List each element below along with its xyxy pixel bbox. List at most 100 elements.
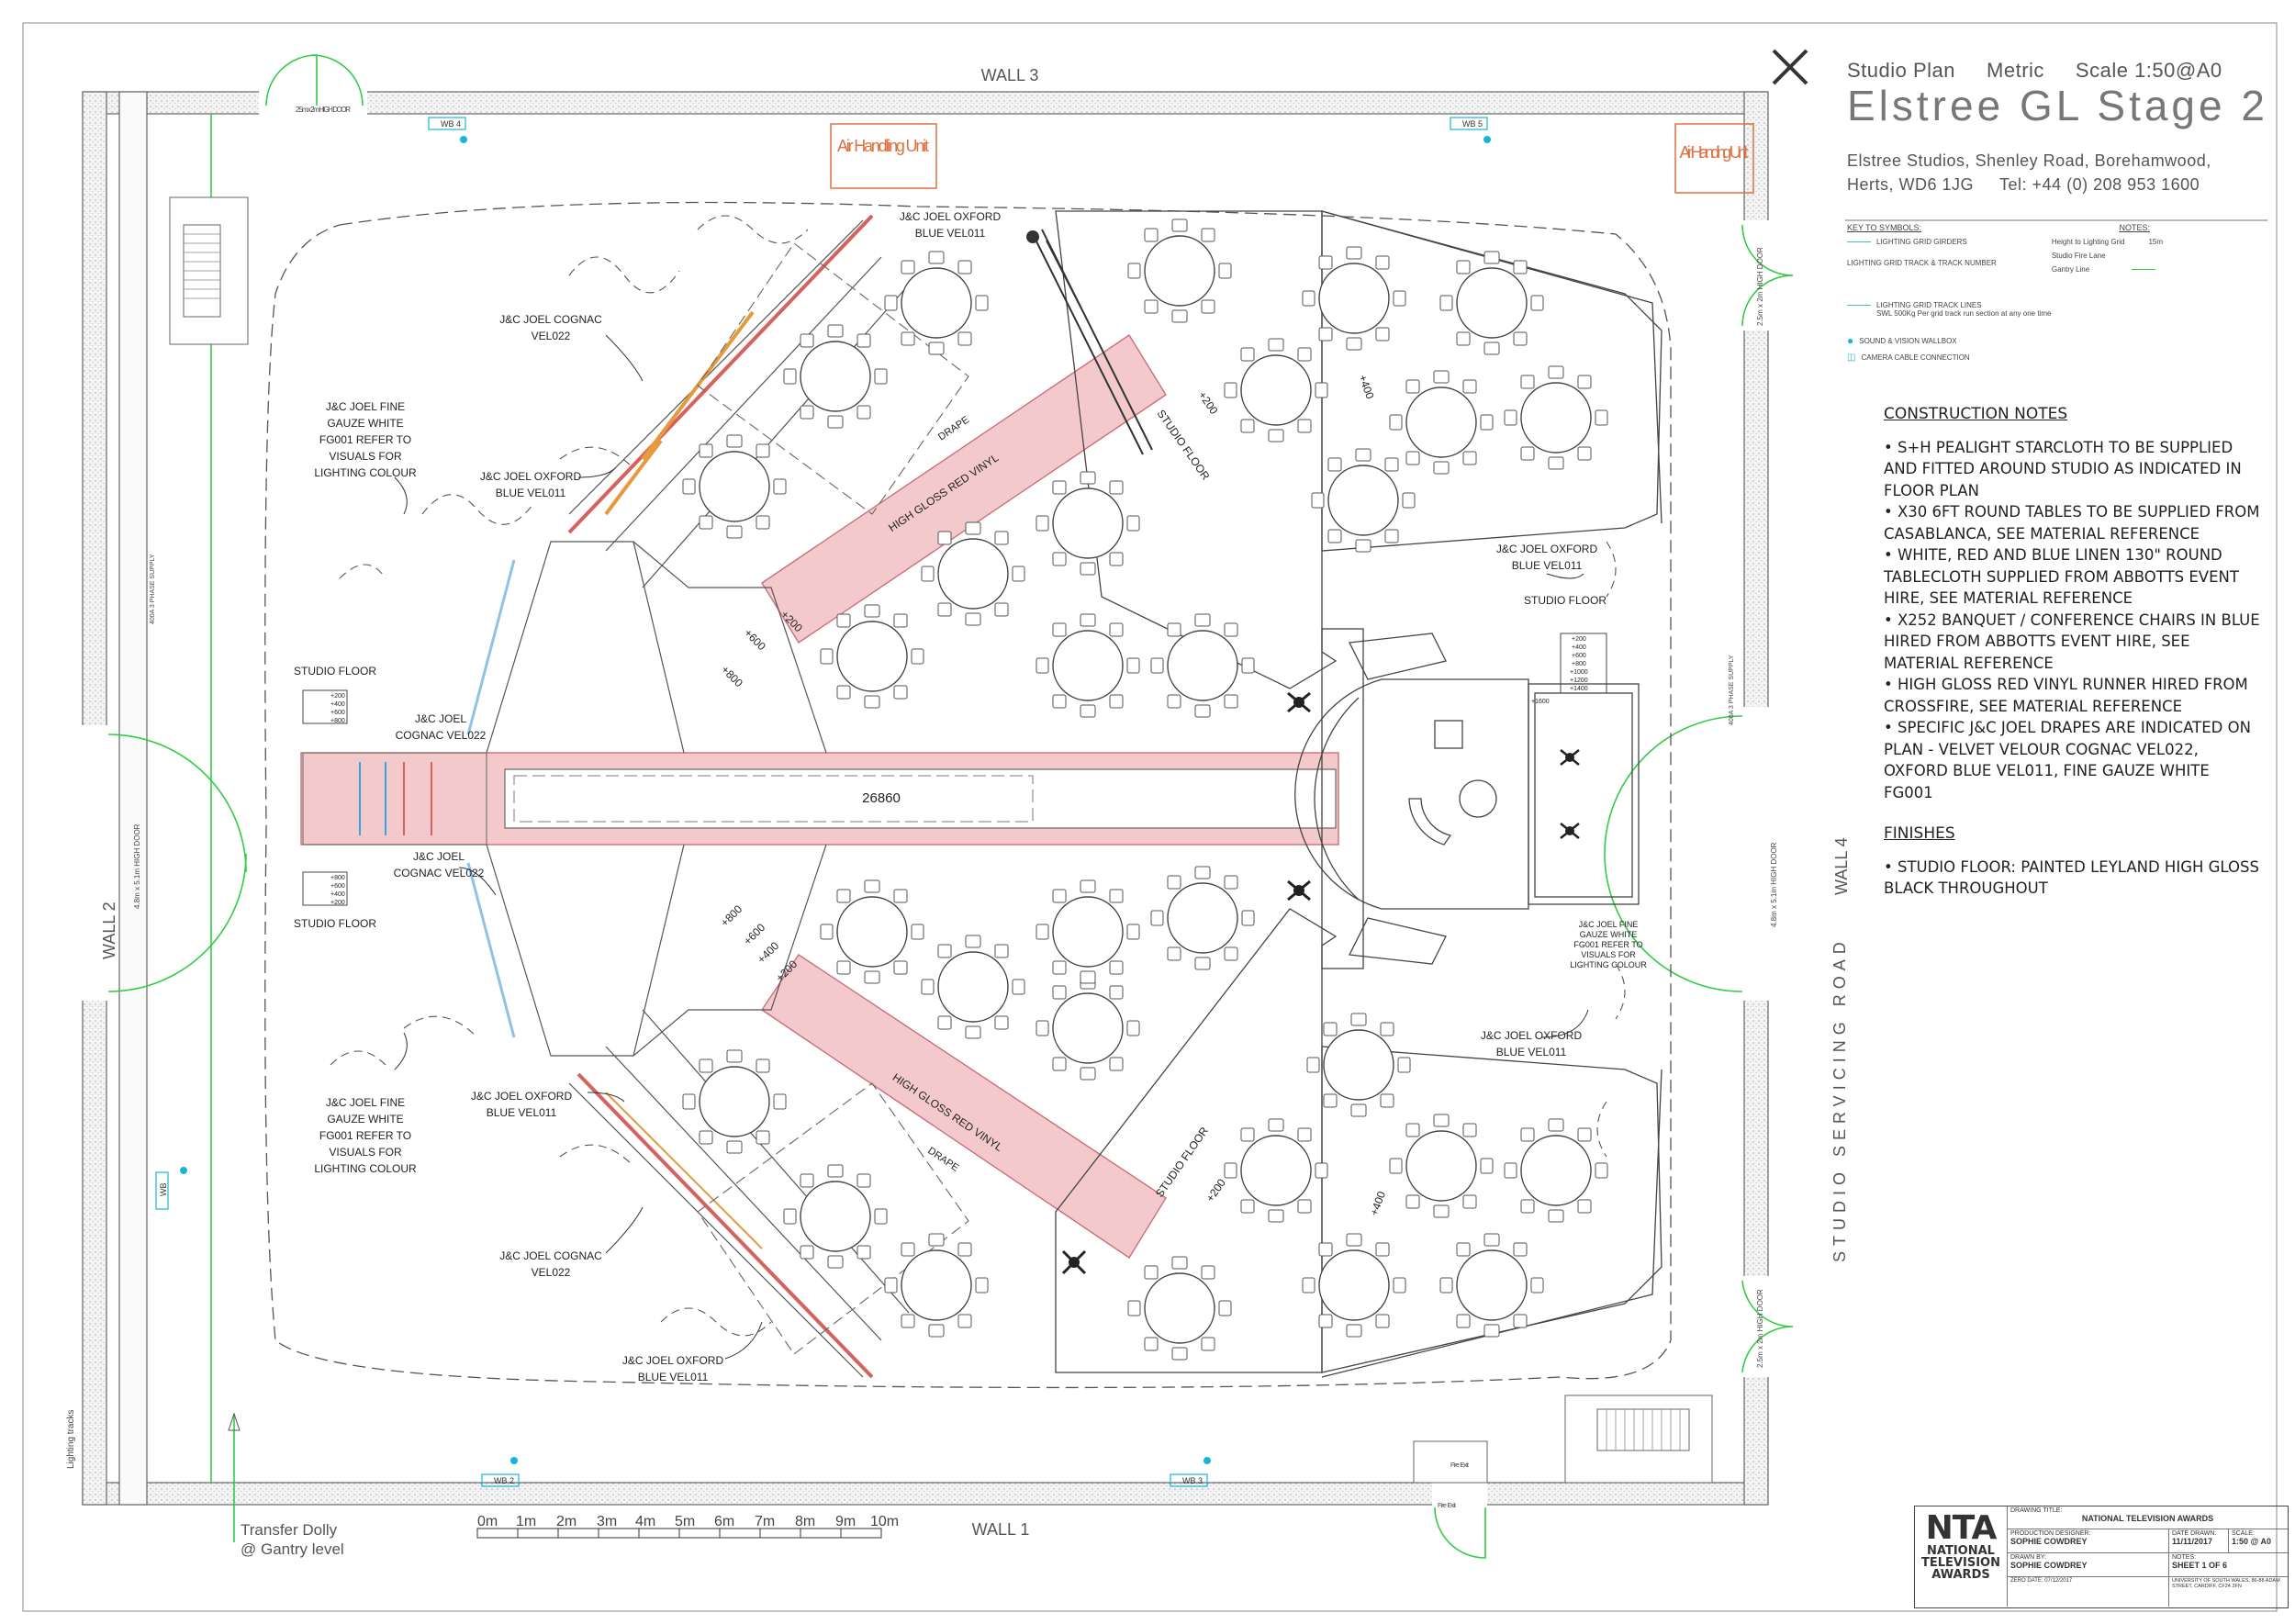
nta-drawn: SOPHIE COWDREY xyxy=(2010,1561,2088,1570)
gz-1e: LIGHTING COLOUR xyxy=(314,466,417,479)
cg-4b: VEL022 xyxy=(532,1266,571,1279)
ahu-label-1: Air Handling Unit xyxy=(837,137,929,155)
audience-platforms xyxy=(1055,210,1662,1378)
title-block: Studio Plan Metric Scale 1:50@A0 Elstree… xyxy=(1847,59,2269,196)
nta-scale-label: SCALE: xyxy=(2232,1530,2255,1537)
plus400-1: +400 xyxy=(1356,373,1377,400)
sb-10: 10m xyxy=(870,1514,899,1529)
plus800-1: +800 xyxy=(719,663,745,689)
sheet-border xyxy=(22,22,2278,1612)
studio-address: Elstree Studios, Shenley Road, Borehamwo… xyxy=(1847,149,2269,196)
sb-6: 6m xyxy=(714,1514,734,1529)
door-r2-label: 2.5m x 2m HIGH DOOR xyxy=(1756,1289,1764,1368)
gzs-c: FG001 REFER TO xyxy=(1573,940,1642,949)
step-r-1: +200 xyxy=(1572,636,1586,643)
sb-0: 0m xyxy=(477,1514,498,1529)
cg-2a: J&C JOEL xyxy=(415,712,466,725)
callout-leaders xyxy=(394,334,1589,1360)
scale-bar-labels: 0m 1m 2m 3m 4m 5m 6m 7m 8m 9m 10m xyxy=(477,1514,899,1529)
key-sv-wallbox: SOUND & VISION WALLBOX xyxy=(1859,336,1957,345)
ob-3b: BLUE VEL011 xyxy=(487,1106,557,1119)
nta-logo-awards: AWARDS xyxy=(1931,1568,1990,1582)
nta-designer-label: PRODUCTION DESIGNER: xyxy=(2010,1530,2091,1537)
stage-1600: +1600 xyxy=(1531,699,1550,705)
step-lt-2: +400 xyxy=(330,701,345,708)
gz-2c: FG001 REFER TO xyxy=(319,1129,411,1142)
nta-info-grid: DRAWING TITLE: NATIONAL TELEVISION AWARD… xyxy=(2007,1506,2288,1607)
nta-logo: NTA NATIONAL TELEVISION AWARDS xyxy=(1919,1512,2003,1582)
sb-4: 4m xyxy=(635,1514,655,1529)
finishes-title: FINISHES xyxy=(1884,824,1955,843)
step-lb-1: +800 xyxy=(330,875,345,881)
step-r-4: +800 xyxy=(1572,661,1586,667)
lighting-tracks: Lighting tracks xyxy=(66,1410,76,1469)
ob-2b: BLUE VEL011 xyxy=(496,487,566,499)
plus800-2: +800 xyxy=(718,902,744,929)
step-r-7: +1400 xyxy=(1570,686,1588,692)
key-track-lines: LIGHTING GRID TRACK LINES xyxy=(1876,301,1982,309)
key-camera: CAMERA CABLE CONNECTION xyxy=(1861,353,1970,362)
gzs-a: J&C JOEL FINE xyxy=(1579,920,1639,929)
gz-1a: J&C JOEL FINE xyxy=(326,400,405,413)
stage-arm-structures xyxy=(486,219,910,1378)
jib-crane xyxy=(1026,229,1153,455)
runway-center xyxy=(504,768,1337,829)
gz-2a: J&C JOEL FINE xyxy=(326,1096,405,1109)
runway-head xyxy=(302,752,487,846)
nta-date-label: DATE DRAWN: xyxy=(2172,1530,2217,1537)
plus600-1: +600 xyxy=(742,626,768,653)
key-title: KEY TO SYMBOLS: xyxy=(1847,223,1922,232)
sb-1: 1m xyxy=(516,1514,536,1529)
nta-drawing-title: NATIONAL TELEVISION AWARDS xyxy=(2081,1514,2214,1523)
address-line-2a: Herts, WD6 1JG xyxy=(1847,175,1975,194)
ob-4a: J&C JOEL OXFORD xyxy=(622,1354,724,1367)
nta-designer: SOPHIE COWDREY xyxy=(2010,1537,2088,1546)
drape-bot: DRAPE xyxy=(925,1146,960,1174)
runway-inner xyxy=(513,775,1034,823)
cg-1b: VEL022 xyxy=(532,330,571,342)
wb-left: WB xyxy=(159,1183,168,1197)
key-grid-track: LIGHTING GRID TRACK & TRACK NUMBER xyxy=(1847,259,1997,267)
ob-6b: BLUE VEL011 xyxy=(1496,1046,1567,1058)
step-lt-4: +800 xyxy=(330,718,345,724)
nta-drawn-label: DRAWN BY: xyxy=(2010,1554,2047,1561)
fire-exit-1: Fire Exit xyxy=(1450,1462,1469,1469)
title-metric: Metric xyxy=(1987,59,2044,82)
starcloth-outline xyxy=(264,201,1672,1389)
key-notes-title: NOTES: xyxy=(2119,223,2150,232)
wall3-label: WALL 3 xyxy=(981,66,1039,84)
construction-notes: CONSTRUCTION NOTES • S+H PEALIGHT STARCL… xyxy=(1884,404,2260,900)
step-r-5: +1000 xyxy=(1570,669,1588,676)
address-line-1: Elstree Studios, Shenley Road, Borehamwo… xyxy=(1847,151,2211,170)
wall2-label: WALL 2 xyxy=(100,902,118,959)
air-handling-units xyxy=(830,123,1754,194)
gzs-b: GAUZE WHITE xyxy=(1580,930,1638,939)
nta-logo-national: NATIONAL xyxy=(1927,1544,1995,1558)
supply-2: 400A 3 PHASE SUPPLY xyxy=(1729,655,1735,725)
wallbox-dot-icon: ● xyxy=(1847,334,1854,347)
plus400-3: +400 xyxy=(755,939,781,966)
wallboxes xyxy=(155,117,1488,1487)
step-blocks xyxy=(302,689,348,906)
step-r-6: +1200 xyxy=(1570,678,1588,684)
sb-9: 9m xyxy=(835,1514,856,1529)
plus200-1: +200 xyxy=(1196,389,1221,417)
address-line-2b: Tel: +44 (0) 208 953 1600 xyxy=(1999,175,2200,194)
nta-drawing-title-label: DRAWING TITLE: xyxy=(2010,1507,2063,1514)
servicing-road: STUDIO SERVICING ROAD xyxy=(1830,936,1849,1262)
door-w4-label: 4.8m x 5.1m HIGH DOOR xyxy=(1770,842,1778,927)
note-1: • S+H PEALIGHT STARCLOTH TO BE SUPPLIED … xyxy=(1884,438,2242,499)
title-scale: Scale 1:50@A0 xyxy=(2075,59,2222,82)
plus600-2: +600 xyxy=(741,921,767,947)
step-box-right xyxy=(1560,633,1607,694)
studio-floor-2: STUDIO FLOOR xyxy=(1153,1125,1211,1200)
runway-length: 26860 xyxy=(862,790,901,806)
step-lb-3: +400 xyxy=(330,891,345,898)
dolly-arrow xyxy=(228,1412,241,1431)
wb5: WB 5 xyxy=(1462,119,1483,129)
sb-2: 2m xyxy=(556,1514,577,1529)
camera-icons xyxy=(1061,691,1580,1275)
ob-1a: J&C JOEL OXFORD xyxy=(900,210,1002,223)
